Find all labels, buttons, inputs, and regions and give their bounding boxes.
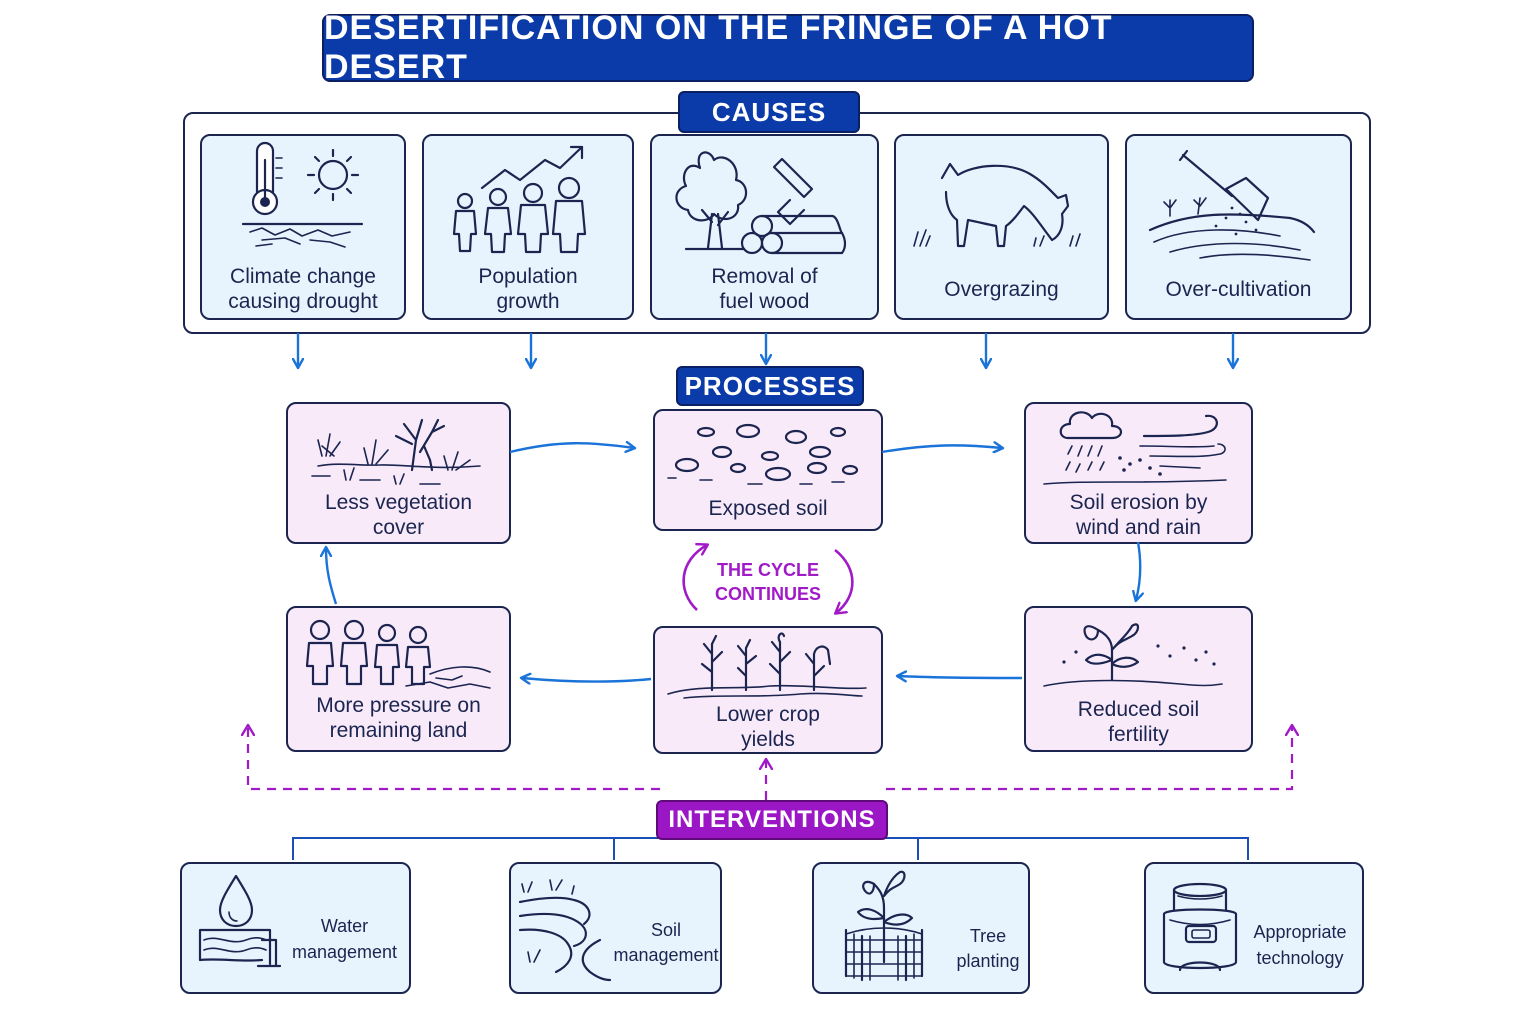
cause-label-line1: Removal of — [711, 265, 818, 288]
process-label-line1: Reduced soil — [1077, 698, 1200, 721]
sparse-vegetation-icon — [311, 418, 481, 485]
cause-card-over-cultivation: Over-cultivation — [1125, 134, 1352, 320]
intervention-label-line2: management — [291, 942, 398, 962]
cycle-label-line1: THE CYCLE — [716, 560, 819, 580]
process-label-line2: yields — [741, 728, 795, 751]
cycle-continues-arrows — [682, 545, 854, 613]
people-cracked-land-icon — [305, 619, 491, 689]
process-label-line1: Soil erosion by — [1069, 491, 1208, 514]
process-label-line1: Less vegetation — [324, 491, 473, 514]
intervention-label-line2: management — [613, 945, 719, 965]
process-card-less-vegetation: Less vegetation cover — [286, 402, 511, 544]
wind-rain-icon — [1043, 411, 1227, 485]
causes-section-label: CAUSES — [678, 91, 860, 133]
wilting-seedling-icon — [1043, 623, 1223, 687]
intervention-label-line1: Tree — [969, 926, 1007, 946]
exposed-soil-icon — [667, 423, 859, 485]
cycle-continues-label: THE CYCLE CONTINUES — [696, 558, 840, 606]
population-growth-icon — [452, 145, 587, 254]
process-label-line1: More pressure on — [316, 694, 481, 717]
cause-card-climate-change: Climate change causing drought — [200, 134, 406, 320]
process-card-soil-erosion: Soil erosion by wind and rain — [1024, 402, 1253, 544]
tree-axe-logs-icon — [675, 151, 847, 255]
process-label-line2: cover — [372, 516, 425, 539]
process-label-line1: Exposed soil — [708, 497, 828, 520]
fenced-sapling-icon — [844, 870, 924, 982]
cause-card-fuel-wood: Removal of fuel wood — [650, 134, 879, 320]
intervention-card-tree: Tree planting — [812, 862, 1030, 994]
process-label-line1: Lower crop — [716, 703, 820, 726]
cause-card-population-growth: Population growth — [422, 134, 634, 320]
water-drop-icon — [198, 874, 282, 968]
process-cycle-arrows — [326, 443, 1140, 681]
intervention-label-line2: technology — [1256, 948, 1344, 968]
cookstove-icon — [1162, 882, 1238, 972]
intervention-card-technology: Appropriate technology — [1144, 862, 1364, 994]
intervention-dashed-connectors — [248, 726, 1292, 800]
thermometer-sun-icon — [241, 141, 364, 248]
process-label-line2: wind and rain — [1076, 516, 1201, 539]
processes-section-label: PROCESSES — [676, 366, 864, 406]
cause-label-line2: growth — [496, 290, 560, 313]
cause-label-line1: Over-cultivation — [1165, 278, 1312, 301]
terraces-icon — [518, 879, 612, 982]
intervention-tree-connector — [292, 837, 1249, 860]
cycle-label-line2: CONTINUES — [714, 584, 821, 604]
process-card-more-pressure: More pressure on remaining land — [286, 606, 511, 752]
intervention-label-line1: Water — [320, 916, 369, 936]
interventions-section-label: INTERVENTIONS — [656, 800, 888, 840]
intervention-label-line1: Soil — [650, 920, 681, 940]
cause-label-line1: Overgrazing — [944, 278, 1059, 301]
intervention-card-soil: Soil management — [509, 862, 722, 994]
cause-label-line1: Population — [478, 265, 578, 288]
cause-label-line2: fuel wood — [719, 290, 810, 313]
cause-to-process-arrows — [298, 333, 1233, 367]
shovel-field-icon — [1148, 149, 1316, 261]
intervention-label-line1: Appropriate — [1253, 922, 1347, 942]
process-label-line2: fertility — [1108, 723, 1169, 746]
dry-crops-icon — [667, 632, 867, 699]
cause-label-line1: Climate change — [230, 265, 376, 288]
process-label-line2: remaining land — [329, 719, 468, 742]
diagram-title: DESERTIFICATION ON THE FRINGE OF A HOT D… — [322, 9, 1254, 86]
cause-label-line2: causing drought — [228, 290, 378, 313]
grazing-goat-icon — [913, 162, 1081, 248]
intervention-label-line2: planting — [956, 951, 1020, 971]
intervention-card-water: Water management — [180, 862, 411, 994]
